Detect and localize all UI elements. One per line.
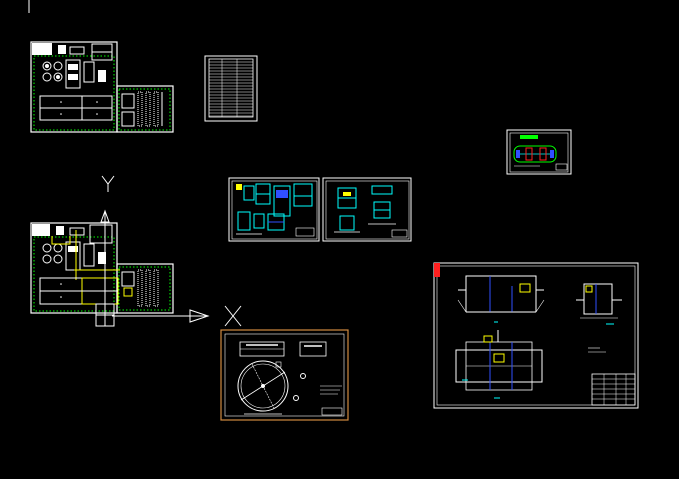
plan-drawing-b[interactable] [30,222,174,327]
section-sheet-green[interactable] [506,129,572,175]
ucs-icon [100,175,242,327]
schedule-table-sheet[interactable] [204,55,258,122]
section-elevation-sheet[interactable] [433,262,639,409]
detail-sheet-cyan-1[interactable] [228,177,320,242]
circular-tank-sheet[interactable] [220,329,349,421]
plan-drawing-a[interactable] [30,41,174,133]
detail-sheet-cyan-2[interactable] [322,177,412,242]
